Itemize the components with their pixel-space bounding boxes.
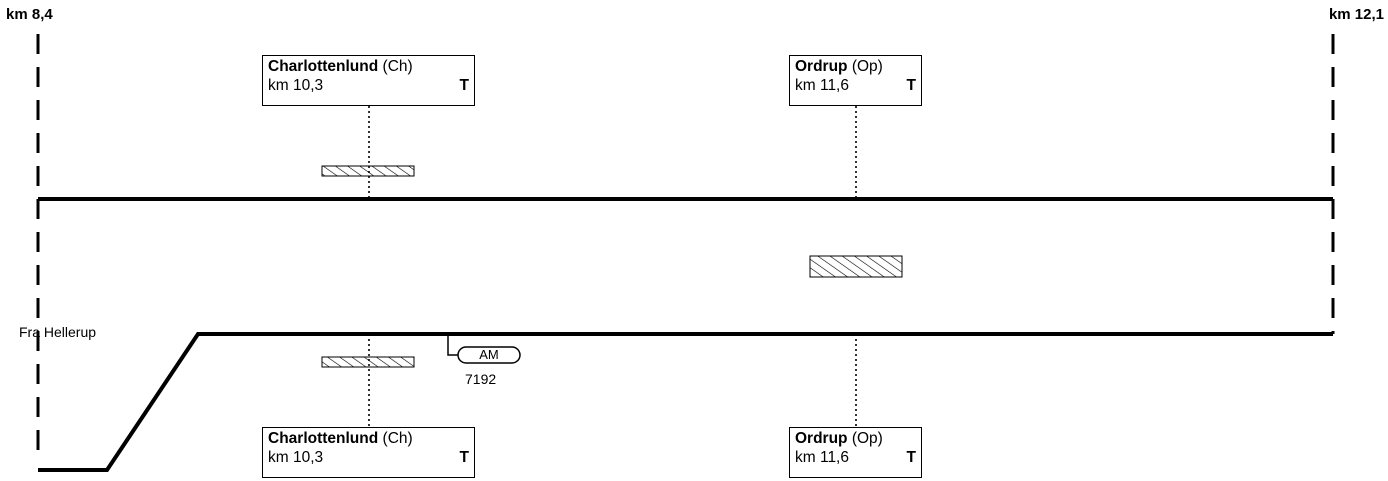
station-name: Charlottenlund bbox=[268, 430, 379, 447]
station-code: (Ch) bbox=[382, 430, 413, 447]
track-lower bbox=[38, 332, 1333, 472]
station-code: (Op) bbox=[851, 430, 883, 447]
km-end-label: km 12,1 bbox=[1328, 6, 1384, 23]
station-code: (Ch) bbox=[382, 58, 413, 75]
station-signal: T bbox=[906, 449, 916, 466]
station-box-charlottenlund-top: Charlottenlund (Ch) km 10,3 T bbox=[262, 55, 475, 106]
station-name: Ordrup bbox=[795, 58, 848, 75]
platform-charlottenlund-lower bbox=[321, 356, 415, 368]
station-name: Charlottenlund bbox=[268, 58, 379, 75]
station-signal: T bbox=[459, 449, 469, 466]
station-km: km 11,6 bbox=[795, 449, 849, 466]
station-signal: T bbox=[459, 77, 469, 94]
track-origin-label: Fra Hellerup bbox=[19, 324, 97, 340]
platform-charlottenlund-upper bbox=[321, 165, 415, 177]
station-code: (Op) bbox=[851, 58, 883, 75]
station-km: km 10,3 bbox=[268, 449, 324, 466]
platform-ordrup-island bbox=[809, 255, 903, 278]
station-box-charlottenlund-bottom: Charlottenlund (Ch) km 10,3 T bbox=[262, 427, 475, 478]
station-signal: T bbox=[906, 77, 916, 94]
station-box-ordrup-bottom: Ordrup (Op) km 11,6 T bbox=[789, 427, 922, 478]
station-name: Ordrup bbox=[795, 430, 848, 447]
km-start-label: km 8,4 bbox=[6, 6, 53, 23]
station-box-ordrup-top: Ordrup (Op) km 11,6 T bbox=[789, 55, 922, 106]
device-type-label: AM bbox=[479, 347, 499, 362]
station-km: km 10,3 bbox=[268, 77, 324, 94]
device-am-pill bbox=[457, 346, 521, 364]
device-number-label: 7192 bbox=[465, 371, 497, 387]
station-km: km 11,6 bbox=[795, 77, 849, 94]
